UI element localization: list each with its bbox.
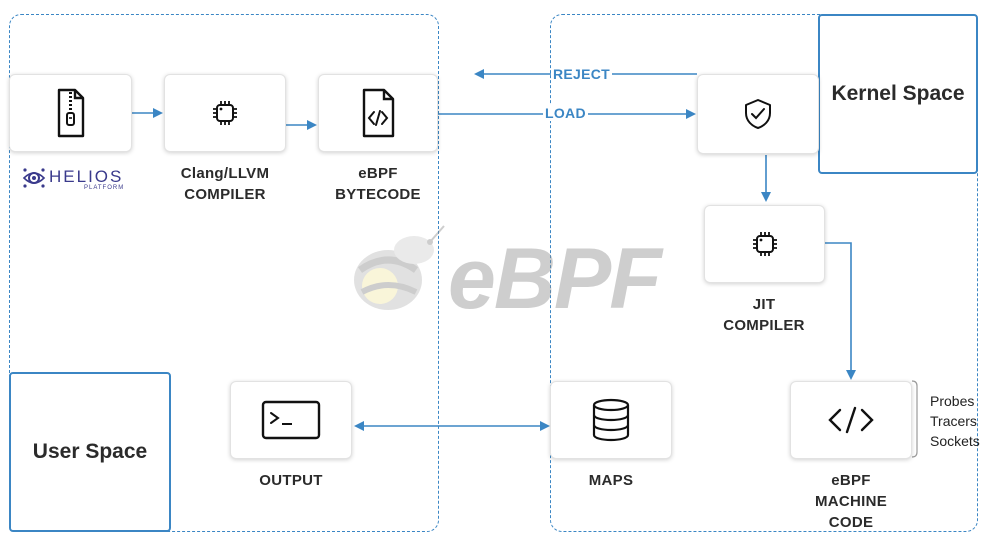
chip-icon [213,101,237,125]
verifier-box [697,74,819,154]
maps-box [550,381,672,459]
helios-logo-icon [22,168,46,188]
zip-file-icon [57,88,84,138]
reject-label: REJECT [551,66,613,82]
code-icon [828,406,874,434]
jit-compiler-label: JIT COMPILER [723,296,805,334]
hooks-bracket [911,380,918,458]
hook-sockets: Sockets [930,433,980,449]
code-file-icon [362,88,395,138]
machine-code-label: eBPF MACHINE CODE [814,472,888,531]
helios-logo-text: HELIOS [49,167,124,186]
machine-code-box [790,381,912,459]
user-space-region [9,14,439,532]
bee-icon [354,225,445,310]
load-label: LOAD [543,105,588,121]
ebpf-watermark: eBPF [340,220,662,330]
source-file-box [9,74,132,152]
kernel-space-box: Kernel Space [818,14,978,174]
bytecode-label: eBPF BYTECODE [335,165,421,203]
watermark-text: eBPF [448,231,662,327]
clang-compiler-box [164,74,286,152]
output-box [230,381,352,459]
helios-logo: HELIOS PLATFORM [22,166,134,192]
output-label: OUTPUT [259,472,323,489]
hook-types-list: Probes Tracers Sockets [930,391,980,451]
hook-probes: Probes [930,393,975,409]
jit-compiler-box [704,205,825,283]
kernel-space-region [550,14,978,532]
shield-check-icon [745,99,771,129]
helios-logo-subtext: PLATFORM [84,185,125,191]
user-space-box: User Space [9,372,171,532]
chip-icon [752,232,777,256]
arrow-jit-to-machine-code [825,242,856,380]
maps-label: MAPS [588,472,634,489]
database-icon [592,398,630,442]
terminal-icon [261,400,321,440]
bytecode-box [318,74,438,152]
clang-compiler-label: Clang/LLVM COMPILER [180,165,270,203]
hook-tracers: Tracers [930,413,977,429]
